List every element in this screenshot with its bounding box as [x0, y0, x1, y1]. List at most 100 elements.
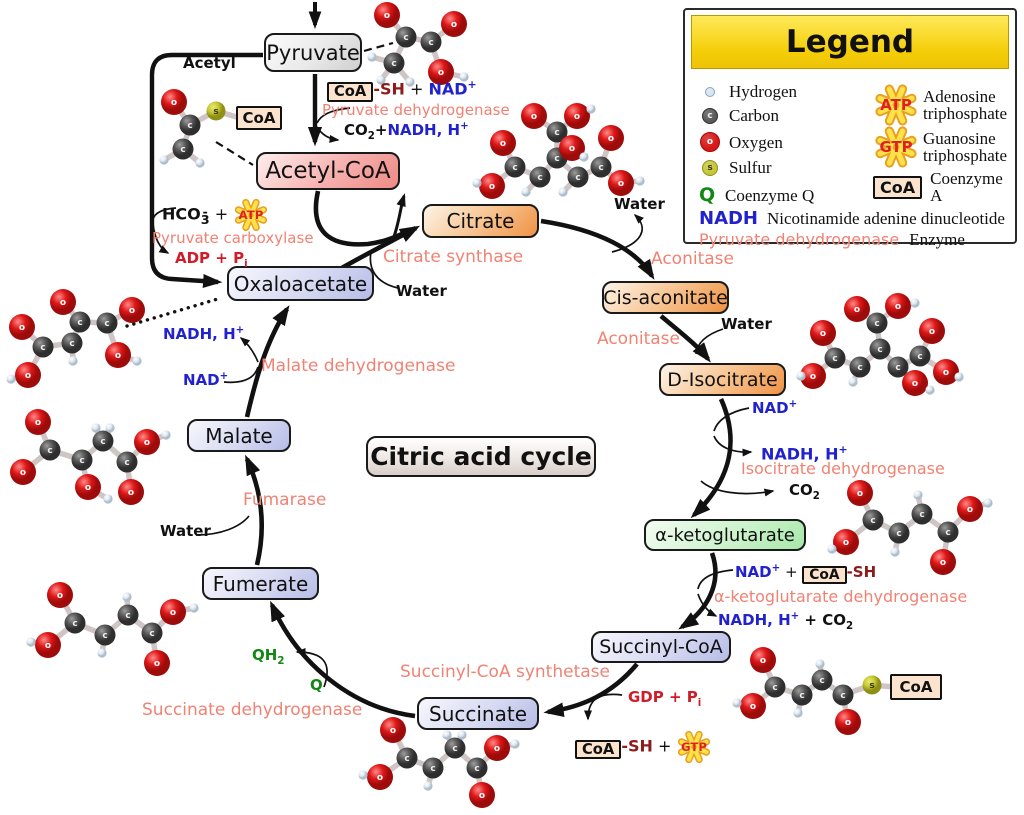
branch-coa-nad-in: [316, 107, 351, 124]
co2-nadh-output: CO2+NADH, H+: [344, 121, 469, 142]
o-atom: [160, 599, 186, 625]
svg-text:o: o: [129, 306, 135, 316]
water-aconitase-in: Water: [721, 315, 772, 333]
o-atom: [367, 764, 393, 790]
branch-gdp-gtp: [584, 693, 623, 721]
hco3-atp-input: HCO-3 + ATP: [162, 197, 269, 233]
svg-text:o: o: [60, 298, 66, 308]
svg-text:c: c: [870, 516, 875, 526]
svg-text:o: o: [377, 773, 383, 783]
gdp-pi-input: GDP + Pi: [628, 688, 702, 709]
svg-text:o: o: [569, 144, 575, 154]
c-atom: [529, 166, 551, 188]
svg-text:o: o: [438, 68, 444, 78]
branch-water-in-aconitase: [695, 328, 724, 355]
svg-text:c: c: [857, 363, 862, 373]
acetyl-label: Acetyl: [183, 54, 236, 72]
c-atom: [862, 509, 884, 531]
svg-text:o: o: [489, 182, 495, 192]
svg-text:o: o: [820, 329, 826, 339]
arc-malate-oxaloacetate: [244, 305, 290, 418]
enzyme-icon: Pyruvate dehydrogenase: [699, 230, 900, 249]
svg-text:o: o: [943, 368, 949, 378]
o-atom: [380, 717, 406, 743]
enzyme-isocitrate-dehydrogenase: Isocitrate dehydrogenase: [741, 459, 945, 478]
branch-adp-out: [152, 223, 170, 254]
nadh-malate-output: NADH, H+: [163, 325, 245, 343]
svg-text:c: c: [391, 59, 396, 69]
svg-text:o: o: [19, 323, 25, 333]
c-atom: [141, 622, 163, 644]
svg-text:o: o: [35, 418, 41, 428]
c-atom: [64, 612, 86, 634]
h-atom: [132, 356, 142, 366]
coa-chip: CoA: [327, 82, 374, 102]
arc-cisaconitate-isocitrate: [659, 314, 711, 363]
branch-co2-out-isocitrate: [700, 480, 775, 497]
node-fumerate: Fumerate: [202, 567, 319, 600]
svg-text:c: c: [100, 437, 105, 447]
c-atom: [172, 138, 194, 160]
c-atom: [888, 522, 910, 544]
arc-isocitrate-akg: [690, 398, 733, 519]
h-atom: [442, 730, 452, 740]
h-atom: [6, 374, 16, 384]
c-atom: [61, 332, 83, 354]
o-atom: [484, 735, 510, 761]
svg-text:GTP: GTP: [681, 740, 707, 754]
h-atom: [189, 603, 199, 613]
adp-pi-output: ADP + Pi: [175, 249, 248, 270]
o-atom: [933, 359, 959, 385]
o-atom: [134, 429, 160, 455]
svg-text:ATP: ATP: [880, 96, 912, 114]
svg-text:o: o: [25, 371, 31, 381]
svg-text:o: o: [494, 744, 500, 754]
qh2-output: QH2: [252, 646, 285, 667]
charge-subscript: -3: [200, 204, 210, 228]
svg-text:c: c: [554, 128, 559, 138]
legend-item-hydrogen: Hydrogen: [699, 83, 797, 100]
svg-text:c: c: [832, 354, 837, 364]
node-d-isocitrate: D-Isocitrate: [659, 363, 786, 396]
svg-text:c: c: [104, 319, 109, 329]
svg-text:s: s: [869, 681, 874, 691]
c-atom: [791, 684, 813, 706]
h-atom: [510, 739, 520, 749]
o-atom: [919, 318, 945, 344]
atp-star-icon: ATP: [875, 84, 917, 126]
svg-text:o: o: [390, 726, 396, 736]
oxygen-atom-icon: o: [700, 132, 720, 152]
gtp-star-icon: GTP: [875, 126, 917, 168]
svg-text:c: c: [404, 754, 409, 764]
o-atom: [75, 474, 101, 500]
svg-text:c: c: [799, 691, 804, 701]
node-cycle-title: Citric acid cycle: [366, 436, 596, 477]
svg-text:c: c: [917, 352, 922, 362]
c-atom: [911, 503, 933, 525]
water-citrate-synthase: Water: [396, 282, 447, 300]
svg-text:s: s: [213, 107, 218, 117]
branch-nad-in-malate: [223, 366, 259, 384]
c-atom: [937, 521, 959, 543]
hydrogen-atom-icon: [705, 86, 715, 97]
arc-citrate-cisaconitate: [540, 218, 655, 280]
coa-chip: CoA: [890, 674, 942, 700]
c-atom: [117, 604, 139, 626]
node-citrate: Citrate: [422, 204, 539, 238]
o-atom: [479, 173, 505, 199]
svg-text:o: o: [531, 112, 537, 122]
h-atom: [635, 176, 645, 186]
arc-succinate-fumerate: [269, 600, 416, 719]
svg-text:c: c: [428, 38, 433, 48]
svg-text:GTP: GTP: [879, 138, 912, 156]
svg-text:o: o: [843, 538, 849, 548]
branch-nad-coa-in-akg: [697, 569, 734, 590]
c-atom: [909, 345, 931, 367]
